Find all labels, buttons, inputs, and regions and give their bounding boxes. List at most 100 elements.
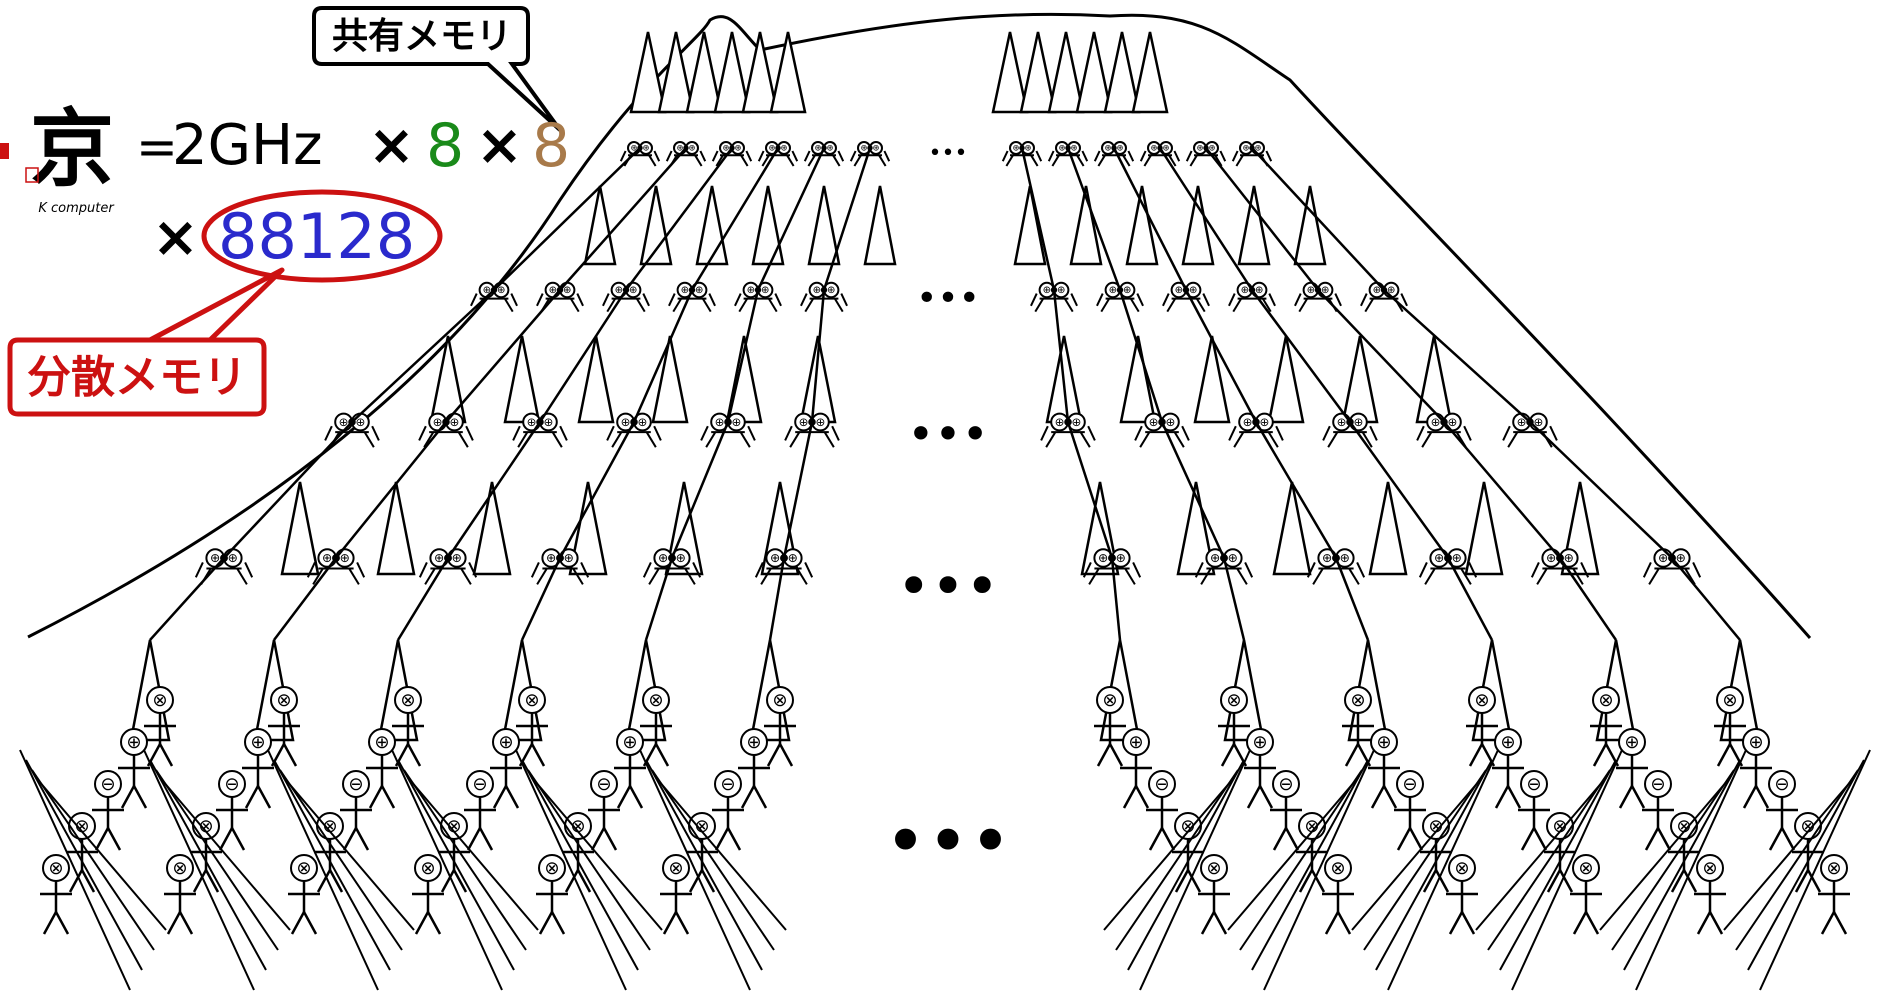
- tier1-hat-left: [687, 32, 721, 112]
- tier5-person-0-2-head-symbol: ⊖: [100, 774, 115, 795]
- tier5-person-8-2-head-symbol: ⊖: [1402, 774, 1417, 795]
- tier4-frog-10-eye-right-symbol: ⊕: [1564, 551, 1574, 565]
- tier5-person-1-2-head-symbol: ⊖: [224, 774, 239, 795]
- tier4-hat-0: [282, 482, 318, 574]
- tier1-frog-4-arm-left: [805, 151, 810, 161]
- tier1-frog-8-leg-right: [1123, 155, 1130, 166]
- tier3-frog-0-leg-right: [365, 432, 374, 447]
- tier5-person-6-2-leg-right: [1162, 828, 1174, 850]
- tier5-person-5-4-leg-right: [676, 912, 688, 934]
- tier4-frog-3-leg-left: [537, 569, 547, 585]
- tier1-frog-9-arm-left: [1141, 151, 1146, 161]
- tier2-frog-5-leg-left: [805, 299, 813, 312]
- tier5-person-6-0-leg-left: [1098, 744, 1110, 766]
- tier2-frog-6-eye-right-symbol: ⊕: [1057, 285, 1065, 296]
- connector-t1-t2-1: [560, 148, 686, 290]
- tier2-frog-4-eye-right-symbol: ⊕: [761, 285, 769, 296]
- tier4-frog-4-leg-left: [649, 569, 659, 585]
- tier1-hat-left: [771, 32, 805, 112]
- tier4-frog-6-eye-right-symbol: ⊕: [1116, 551, 1126, 565]
- tier1-frog-3-eye-left-symbol: ⊕: [768, 143, 775, 153]
- tier4-frog-5-leg-right: [797, 569, 807, 585]
- tier5-person-4-4-leg-right: [552, 912, 564, 934]
- connector-t1-t2-10: [1206, 148, 1318, 290]
- tier2-frog-9-arm-left: [1229, 294, 1235, 306]
- connector-t3-t4-4: [672, 422, 728, 558]
- connector-t4-t5-4: [646, 558, 672, 640]
- tier5-person-8-0-leg-left: [1346, 744, 1358, 766]
- tier2-frog-8-arm-left: [1163, 294, 1169, 306]
- tier5-person-8-1-leg-left: [1372, 786, 1384, 808]
- tier1-frog-8-leg-left: [1098, 155, 1105, 166]
- tier1-frog-1-arm-left: [667, 151, 672, 161]
- tier4-frog-6-arm-right: [1133, 562, 1140, 577]
- tier2-frog-1-leg-right: [571, 299, 579, 312]
- tier5-person-0-1-leg-left: [122, 786, 134, 808]
- tier1-hat-right: [1077, 32, 1111, 112]
- tier3-frog-3-leg-right: [647, 432, 656, 447]
- ellipsis-tier-3: •••: [907, 407, 988, 461]
- tier3-hat-8: [1195, 336, 1229, 422]
- tier2-hat-4: [809, 186, 839, 264]
- tier1-frog-6-eye-right-symbol: ⊕: [1024, 143, 1031, 153]
- tier4-frog-7-arm-right: [1245, 562, 1252, 577]
- tier3-frog-1-arm-right: [466, 426, 473, 440]
- tier5-person-10-1-leg-left: [1620, 786, 1632, 808]
- tier1-hat-right: [993, 32, 1027, 112]
- tier4-frog-7-eye-right-symbol: ⊕: [1228, 551, 1238, 565]
- tier4-frog-4-eye-left-symbol: ⊕: [658, 551, 668, 565]
- tier2-frog-5-eye-right-symbol: ⊕: [827, 285, 835, 296]
- tier5-person-9-0-leg-left: [1470, 744, 1482, 766]
- logo-caption: K computer: [38, 201, 115, 216]
- tier5-person-11-1-leg-right: [1756, 786, 1768, 808]
- tier5-person-1-0-head-symbol: ⊗: [276, 690, 291, 711]
- connector-t2-t3-0: [352, 290, 494, 422]
- tier5-person-7-0-leg-left: [1222, 744, 1234, 766]
- tier3-frog-11-arm-right: [1550, 426, 1557, 440]
- tier5-person-2-1-leg-left: [370, 786, 382, 808]
- tier4-frog-8-eye-left-symbol: ⊕: [1322, 551, 1332, 565]
- tier3-frog-0-arm-right: [372, 426, 379, 440]
- tier5-person-2-0-leg-right: [408, 744, 420, 766]
- tier3-frog-6-leg-left: [1046, 432, 1055, 447]
- tier2-frog-4-eye-left-symbol: ⊕: [747, 285, 755, 296]
- tier1-frog-0-leg-right: [649, 155, 656, 166]
- tier3-frog-7-arm-left: [1135, 426, 1142, 440]
- connector-t3-t4-11: [1530, 422, 1672, 558]
- tier5-person-8-4-leg-left: [1450, 912, 1462, 934]
- tier5-person-9-2-head-symbol: ⊖: [1526, 774, 1541, 795]
- tier5-person-1-1-leg-left: [246, 786, 258, 808]
- tier5-person-1-4-leg-right: [180, 912, 192, 934]
- tier3-frog-5-arm-left: [785, 426, 792, 440]
- tier1-frog-9-leg-left: [1144, 155, 1151, 166]
- connector-t4-t5-3: [522, 558, 560, 640]
- tier5-person-3-0-leg-right: [532, 744, 544, 766]
- tier2-frog-0-leg-right: [505, 299, 513, 312]
- tier5-person-4-0-head-symbol: ⊗: [648, 690, 663, 711]
- tier1-frog-4-eye-right-symbol: ⊕: [826, 143, 833, 153]
- tier5-person-10-2-head-symbol: ⊖: [1650, 774, 1665, 795]
- connector-t3-t4-5: [784, 422, 812, 558]
- k-computer-logo: 京 K computer: [26, 99, 115, 216]
- tier1-frog-7-eye-left-symbol: ⊕: [1058, 143, 1065, 153]
- tier5-person-7-1-leg-left: [1248, 786, 1260, 808]
- formula-times-1: ×: [368, 113, 415, 178]
- tier1-frog-11-leg-left: [1236, 155, 1243, 166]
- tier2-frog-9-arm-right: [1269, 294, 1275, 306]
- tier2-frog-7-arm-right: [1137, 294, 1143, 306]
- tier5-person-6-1-leg-right: [1136, 786, 1148, 808]
- tier3-frog-5-eye-right-symbol: ⊕: [815, 415, 825, 429]
- tier5-person-6-4-head-symbol: ⊗: [1206, 858, 1221, 879]
- tier3-frog-2-leg-right: [553, 432, 562, 447]
- tier4-frog-10-arm-left: [1532, 562, 1539, 577]
- tier5-person-1-4-head-symbol: ⊗: [172, 858, 187, 879]
- tier3-frog-7-eye-left-symbol: ⊕: [1149, 415, 1159, 429]
- tier4-frog-2-eye-right-symbol: ⊕: [452, 551, 462, 565]
- formula-times-2: ×: [476, 113, 523, 178]
- tier1-frog-3-arm-right: [792, 151, 797, 161]
- tier5-person-5-1-leg-left: [742, 786, 754, 808]
- tier1-frog-5-leg-right: [879, 155, 886, 166]
- tier3-frog-6-eye-right-symbol: ⊕: [1071, 415, 1081, 429]
- tier5-person-5-4-head-symbol: ⊗: [668, 858, 683, 879]
- tier4-frog-9-leg-left: [1425, 569, 1435, 585]
